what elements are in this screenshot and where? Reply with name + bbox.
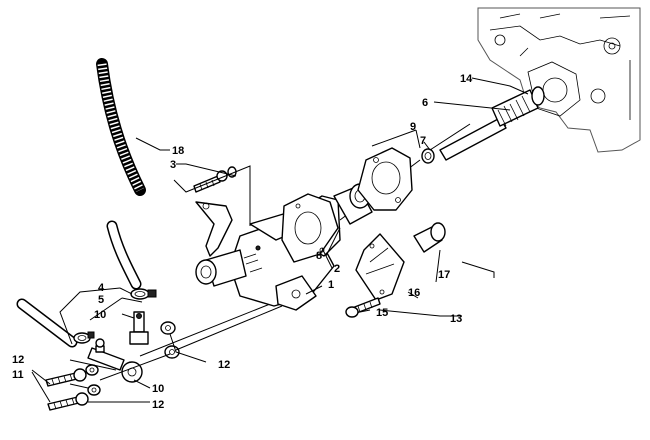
callout-9: 9 [410,121,416,133]
callout-17: 17 [438,269,450,281]
callout-16: 16 [408,287,420,299]
screw-15 [345,297,381,318]
hose-fitting-upper [129,311,149,345]
gasket-9 [357,147,413,211]
washer-12-a [85,364,99,376]
hose-clamp-lower [73,331,95,344]
callout-14: 14 [460,73,473,85]
hose-clamp-upper [130,288,157,300]
fuel-line-upper [106,220,142,290]
callout-12-bottom: 12 [152,399,164,411]
hose-fitting-lower [87,338,143,383]
callout-3: 3 [170,159,176,171]
callout-10-upper: 10 [94,309,106,321]
callout-13: 13 [450,313,462,325]
o-ring-7 [421,148,435,164]
washer-12-b [87,384,101,396]
callout-11: 11 [12,369,24,381]
washer-12-c [160,321,176,335]
callout-4: 4 [98,282,105,294]
callout-15: 15 [376,307,388,319]
gasket-2 [281,193,339,263]
callout-10-lower: 10 [152,383,164,395]
screw-lower [47,392,89,411]
callout-5: 5 [98,294,104,306]
corrugated-hose [96,58,146,196]
engine-case [477,7,641,153]
callout-18: 18 [172,145,184,157]
leader-lines [31,77,529,403]
drive-shaft-6 [439,86,545,161]
plug-17 [413,222,446,253]
callout-2: 2 [334,263,340,275]
callout-8: 8 [316,250,322,262]
fuel-line-lower [16,298,78,348]
callout-12-left: 12 [12,354,24,366]
callout-12-mid: 12 [218,359,230,371]
callout-7: 7 [420,135,426,147]
callout-6: 6 [422,97,428,109]
cover-plate-16 [355,233,405,301]
screw-upper [45,368,87,387]
assembly-axis-lines [99,123,471,381]
callout-1: 1 [328,279,334,291]
